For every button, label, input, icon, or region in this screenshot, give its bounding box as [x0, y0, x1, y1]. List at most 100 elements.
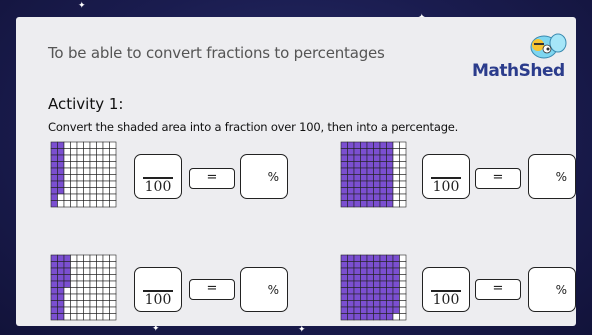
percentage-answer-box-2[interactable]: % — [528, 154, 576, 199]
grid-cell — [360, 261, 368, 269]
grid-cell — [50, 300, 58, 308]
hundred-grid-1 — [50, 141, 117, 212]
grid-cell — [347, 154, 355, 162]
grid-cell — [392, 167, 400, 175]
grid-cell — [392, 161, 400, 169]
grid-cell — [386, 293, 394, 301]
grid-cell — [102, 154, 110, 162]
grid-cell — [96, 261, 104, 269]
grid-cell — [57, 306, 65, 314]
grid-cell — [63, 287, 71, 295]
grid-cell — [366, 180, 374, 188]
grid-cell — [57, 161, 65, 169]
grid-cell — [399, 261, 407, 269]
percentage-answer-box-4[interactable]: % — [528, 267, 576, 312]
grid-cell — [386, 313, 394, 321]
grid-cell — [70, 187, 78, 195]
grid-cell — [379, 293, 387, 301]
grid-cell — [373, 280, 381, 288]
grid-cell — [379, 267, 387, 275]
grid-cell — [57, 274, 65, 282]
grid-cell — [109, 254, 117, 262]
grid-cell — [347, 313, 355, 321]
star-icon: ✦ — [152, 324, 160, 334]
grid-cell — [386, 141, 394, 149]
hundred-grid-4 — [340, 254, 407, 325]
grid-cell — [399, 254, 407, 262]
grid-cell — [340, 274, 348, 282]
grid-cell — [89, 141, 97, 149]
grid-cell — [89, 193, 97, 201]
percentage-answer-box-3[interactable]: % — [240, 267, 288, 312]
grid-cell — [76, 193, 84, 201]
hundred-square — [340, 254, 407, 321]
grid-cell — [373, 254, 381, 262]
grid-cell — [353, 254, 361, 262]
denominator: 100 — [144, 292, 172, 308]
grid-cell — [63, 300, 71, 308]
fraction-answer-box-3[interactable]: 100 — [134, 267, 182, 312]
grid-cell — [96, 300, 104, 308]
grid-cell — [102, 313, 110, 321]
grid-cell — [392, 293, 400, 301]
percent-sign: % — [267, 169, 279, 184]
grid-cell — [392, 193, 400, 201]
fraction-answer-box-4[interactable]: 100 — [422, 267, 470, 312]
grid-cell — [76, 293, 84, 301]
grid-cell — [70, 200, 78, 208]
hundred-square — [340, 141, 407, 208]
grid-cell — [399, 200, 407, 208]
fraction-answer-box-1[interactable]: 100 — [134, 154, 182, 199]
grid-cell — [353, 180, 361, 188]
grid-cell — [386, 154, 394, 162]
equals-sign: = — [189, 168, 235, 189]
grid-cell — [96, 174, 104, 182]
grid-cell — [70, 267, 78, 275]
grid-cell — [70, 293, 78, 301]
grid-cell — [76, 254, 84, 262]
grid-cell — [386, 306, 394, 314]
grid-cell — [89, 287, 97, 295]
grid-cell — [89, 313, 97, 321]
grid-cell — [89, 254, 97, 262]
grid-cell — [70, 287, 78, 295]
grid-cell — [373, 154, 381, 162]
grid-cell — [70, 261, 78, 269]
grid-cell — [340, 280, 348, 288]
grid-cell — [373, 141, 381, 149]
grid-cell — [83, 180, 91, 188]
grid-cell — [102, 161, 110, 169]
grid-cell — [379, 261, 387, 269]
grid-cell — [109, 280, 117, 288]
grid-cell — [360, 174, 368, 182]
grid-cell — [366, 287, 374, 295]
equals-sign: = — [475, 168, 521, 189]
grid-cell — [50, 167, 58, 175]
grid-cell — [373, 261, 381, 269]
grid-cell — [340, 306, 348, 314]
grid-cell — [96, 141, 104, 149]
grid-cell — [57, 174, 65, 182]
grid-cell — [386, 280, 394, 288]
grid-cell — [96, 180, 104, 188]
grid-cell — [89, 148, 97, 156]
grid-cell — [340, 141, 348, 149]
grid-cell — [386, 254, 394, 262]
grid-cell — [50, 280, 58, 288]
grid-cell — [57, 200, 65, 208]
grid-cell — [50, 141, 58, 149]
grid-cell — [373, 200, 381, 208]
grid-cell — [399, 193, 407, 201]
grid-cell — [392, 306, 400, 314]
grid-cell — [386, 267, 394, 275]
percentage-answer-box-1[interactable]: % — [240, 154, 288, 199]
grid-cell — [379, 280, 387, 288]
grid-cell — [102, 274, 110, 282]
grid-cell — [373, 267, 381, 275]
denominator: 100 — [144, 179, 172, 195]
grid-cell — [70, 254, 78, 262]
grid-cell — [109, 267, 117, 275]
grid-cell — [50, 254, 58, 262]
fraction-answer-box-2[interactable]: 100 — [422, 154, 470, 199]
grid-cell — [50, 313, 58, 321]
